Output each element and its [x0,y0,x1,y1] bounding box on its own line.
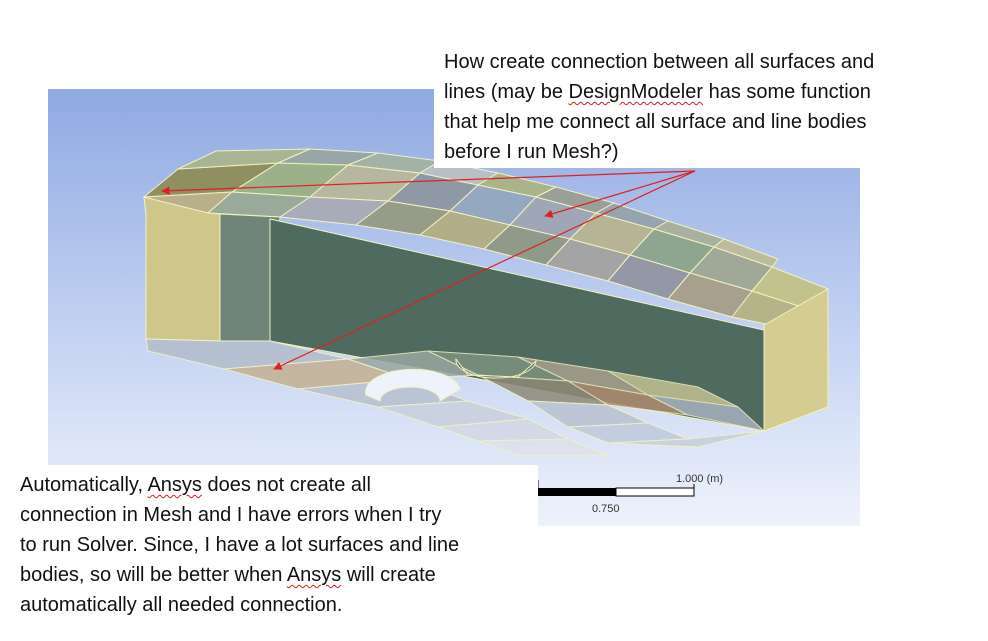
callout-text: lines (may be [444,81,569,103]
scale-bar: 1.000 (m) 0.750 [537,470,738,520]
callout-line: lines (may be DesignModeler has some fun… [444,77,934,107]
callout-line: Automatically, Ansys does not create all [20,470,538,500]
question-callout: How create connection between all surfac… [434,46,934,168]
callout-line: before I run Mesh?) [444,141,619,163]
callout-line: to run Solver. Since, I have a lot surfa… [20,534,460,556]
spellcheck-word: DesignModeler [568,81,704,103]
cutout-hole [365,368,461,402]
scale-label-end: 1.000 (m) [676,473,724,485]
callout-line: automatically all needed connection. [20,594,343,616]
callout-text: Automatically, [20,474,148,496]
callout-text: bodies, so will be better when [20,564,287,586]
right-end-face[interactable] [763,288,829,432]
callout-line: How create connection between all surfac… [444,51,875,73]
left-end-face[interactable] [143,196,221,342]
callout-text: does not create all [201,474,371,496]
scale-bar-graphic [537,480,695,497]
spellcheck-word: Ansys [286,564,342,586]
scale-label-mid: 0.750 [592,503,620,515]
callout-text: has some function [703,81,871,103]
callout-text: will create [341,564,436,586]
callout-line: that help me connect all surface and lin… [444,111,867,133]
explanation-callout: Automatically, Ansys does not create all… [10,465,538,635]
callout-line: bodies, so will be better when Ansys wil… [20,560,538,590]
spellcheck-word: Ansys [147,474,202,496]
callout-line: connection in Mesh and I have errors whe… [20,504,442,526]
